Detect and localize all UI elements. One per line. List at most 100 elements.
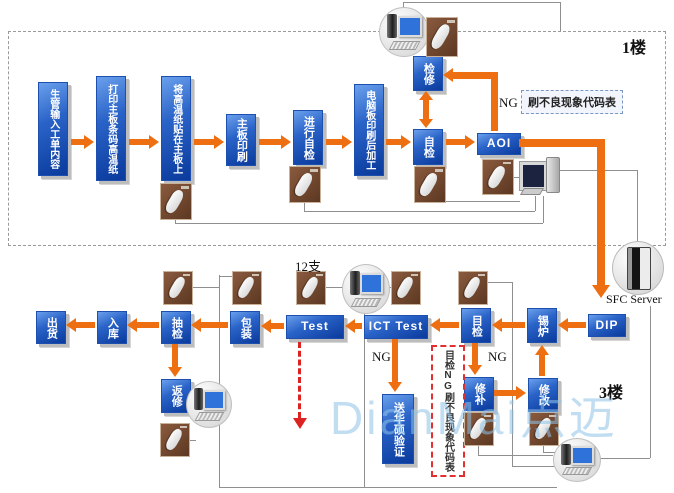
connector-line xyxy=(219,487,557,488)
box-do-self-check: 进行自检 xyxy=(293,110,323,165)
connector-line xyxy=(191,287,219,288)
barcode-scanner-icon xyxy=(289,166,321,203)
barcode-scanner-icon xyxy=(232,271,262,305)
connector-line xyxy=(543,444,544,452)
connector-line xyxy=(304,201,305,211)
flow-arrow xyxy=(558,318,586,332)
flow-arrow xyxy=(66,318,95,332)
flow-arrow xyxy=(494,386,526,400)
flow-line-aoi-to-dip xyxy=(597,139,605,285)
flow-line-aoi-to-repair xyxy=(491,72,498,131)
connector-line xyxy=(512,177,522,178)
box-input-order: 生管输入工单内容 xyxy=(38,82,68,176)
flow-arrow xyxy=(430,318,459,332)
computer-icon xyxy=(342,264,390,314)
flow-arrow xyxy=(535,345,549,376)
flow-arrow xyxy=(259,135,291,149)
flow-arrow xyxy=(419,91,433,128)
box-ict-test: ICT Test xyxy=(364,315,428,339)
flow-arrow xyxy=(194,135,224,149)
box-packing: 包装 xyxy=(230,311,260,344)
box-ship-out: 出货 xyxy=(36,311,66,344)
connector-line xyxy=(478,455,553,456)
server-tower-icon xyxy=(612,241,664,295)
barcode-scanner-icon xyxy=(296,271,326,305)
barcode-scanner-icon xyxy=(464,412,494,446)
connector-line xyxy=(403,2,404,10)
box-aoi: AOI xyxy=(477,133,521,155)
barcode-scanner-icon xyxy=(426,17,458,57)
defect-code-table-floor3: 目检NG刷不良现象代码表 xyxy=(431,345,465,477)
connector-line xyxy=(543,452,555,453)
defect-code-table-floor1: 刷不良现象代码表 xyxy=(521,90,623,114)
floor1-section xyxy=(8,31,666,246)
flow-arrow xyxy=(386,135,411,149)
barcode-scanner-icon xyxy=(414,166,446,203)
flow-arrow xyxy=(129,135,159,149)
flow-arrow xyxy=(191,318,228,332)
barcode-scanner-icon xyxy=(482,159,514,195)
barcode-scanner-icon xyxy=(529,412,559,446)
flow-line-aoi-to-repair xyxy=(453,72,498,79)
connector-line xyxy=(324,287,344,288)
flow-arrowhead-repair xyxy=(443,68,453,82)
barcode-scanner-icon xyxy=(160,423,190,457)
computer-icon xyxy=(379,7,429,57)
connector-line xyxy=(219,276,232,277)
connector-line xyxy=(512,282,513,466)
floor3-label: 3楼 xyxy=(599,385,624,402)
connector-line xyxy=(304,211,535,212)
barcode-scanner-icon xyxy=(391,271,421,305)
barcode-scanner-icon xyxy=(160,183,192,220)
flow-arrowhead-dip xyxy=(592,285,610,298)
connector-line xyxy=(175,218,176,224)
sfc-server-label: SFC Server xyxy=(606,292,662,306)
flow-arrow xyxy=(168,344,182,377)
box-self-check: 自检 xyxy=(413,129,443,165)
flow-arrow xyxy=(261,319,284,333)
connector-line xyxy=(543,196,544,223)
connector-line xyxy=(478,444,479,455)
flow-arrow xyxy=(345,319,362,333)
connector-line xyxy=(535,196,536,211)
connector-line xyxy=(486,282,512,283)
flow-arrow xyxy=(492,318,525,332)
computer-icon xyxy=(186,381,232,428)
computer-icon xyxy=(553,438,601,482)
connector-line xyxy=(637,170,638,245)
ng-label-floor1: NG xyxy=(499,95,518,110)
flow-line-aoi-to-dip xyxy=(519,139,605,147)
box-repair: 检修 xyxy=(413,56,443,91)
tube-count-label: 12支 xyxy=(295,259,322,274)
connector-line xyxy=(560,2,561,31)
box-visual-check: 目检 xyxy=(461,308,491,343)
box-asus-verify: 送华硕验证 xyxy=(382,394,414,464)
connector-line xyxy=(650,306,651,458)
barcode-scanner-icon xyxy=(458,271,488,305)
connector-line xyxy=(600,458,650,459)
floor1-label: 1楼 xyxy=(622,40,647,57)
box-board-print: 主板印刷 xyxy=(226,114,256,166)
ng-label-ict: NG xyxy=(372,349,391,364)
computer-icon xyxy=(519,157,560,195)
connector-line xyxy=(403,2,560,3)
barcode-scanner-icon xyxy=(163,271,193,305)
connector-line xyxy=(219,275,220,487)
flow-arrow xyxy=(446,135,475,149)
flow-arrow xyxy=(71,135,94,149)
box-stick-paper: 将高温纸贴在主板上 xyxy=(161,76,191,181)
flow-arrow xyxy=(468,343,482,375)
connector-line xyxy=(429,201,520,202)
connector-line xyxy=(512,466,555,467)
box-test: Test xyxy=(286,315,344,339)
flow-arrow xyxy=(388,339,402,392)
box-modify: 修改 xyxy=(528,378,558,412)
connector-line xyxy=(188,440,196,441)
red-dashed-arrowhead xyxy=(293,418,307,429)
box-sampling: 抽检 xyxy=(161,311,191,344)
connector-line xyxy=(364,310,365,487)
flow-arrow xyxy=(127,318,159,332)
box-warehouse-in: 入库 xyxy=(97,311,127,344)
box-print-barcode: 打印主板条码高温纸 xyxy=(96,76,126,181)
